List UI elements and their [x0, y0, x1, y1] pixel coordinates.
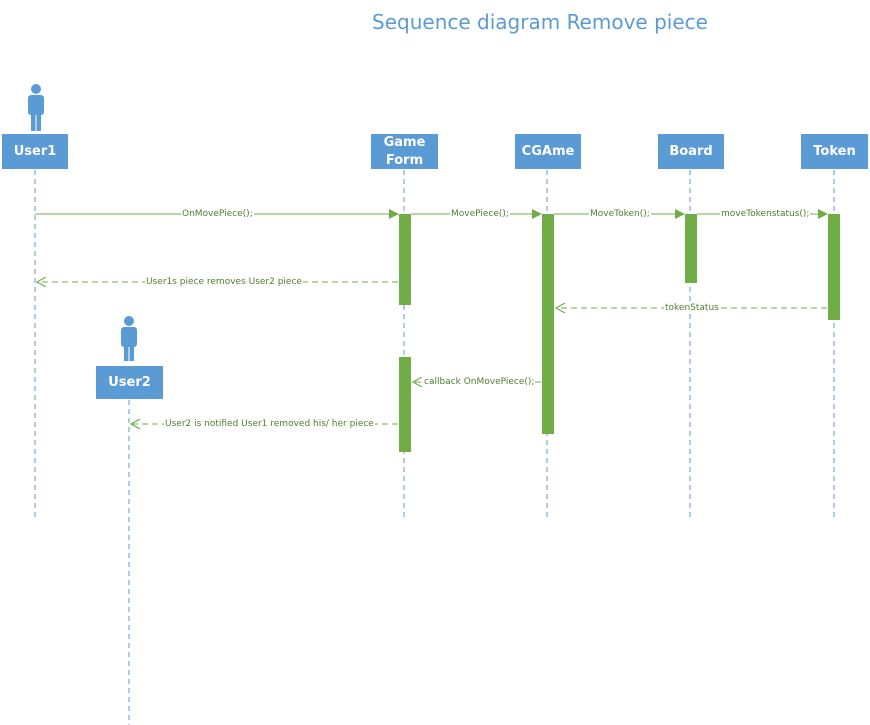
message-label-movetokenstatus: moveTokenstatus();	[720, 209, 811, 220]
message-label-movetoken: MoveToken();	[589, 209, 651, 220]
lifeline-gameform-box: Game Form	[371, 134, 438, 169]
lifeline-user1-label: User1	[13, 143, 57, 159]
message-label-movepiece: MovePiece();	[450, 209, 510, 220]
person-icon	[121, 316, 137, 361]
message-label-user1s-piece: User1s piece removes User2 piece	[145, 277, 303, 288]
lifeline-board-box: Board	[658, 134, 724, 169]
lifeline-gameform-label: Game Form	[383, 134, 426, 168]
lifeline-user2-box: User2	[96, 366, 163, 399]
person-icon	[28, 84, 44, 131]
lifeline-cgame-label: CGAme	[521, 143, 575, 159]
message-label-tokenstatus: tokenStatus	[664, 303, 720, 314]
lifeline-board-label: Board	[669, 143, 713, 159]
message-label-onmovepiece: OnMovePiece();	[181, 209, 254, 220]
activation-bar-cgame	[542, 214, 554, 434]
activation-bar-board	[685, 214, 697, 283]
diagram-title: Sequence diagram Remove piece	[372, 10, 708, 34]
activation-bar-gameform-2	[399, 357, 411, 452]
activation-bar-gameform-1	[399, 214, 411, 305]
lifeline-token-label: Token	[813, 143, 856, 159]
lifeline-user1-box: User1	[2, 134, 68, 169]
lifeline-cgame-box: CGAme	[515, 134, 581, 169]
message-label-user2-notified: User2 is notified User1 removed his/ her…	[164, 419, 375, 430]
lifeline-token-box: Token	[801, 134, 868, 169]
activation-bar-token	[828, 214, 840, 320]
message-label-callback: callback OnMovePiece();	[423, 377, 536, 388]
lifeline-user2-label: User2	[108, 374, 151, 390]
